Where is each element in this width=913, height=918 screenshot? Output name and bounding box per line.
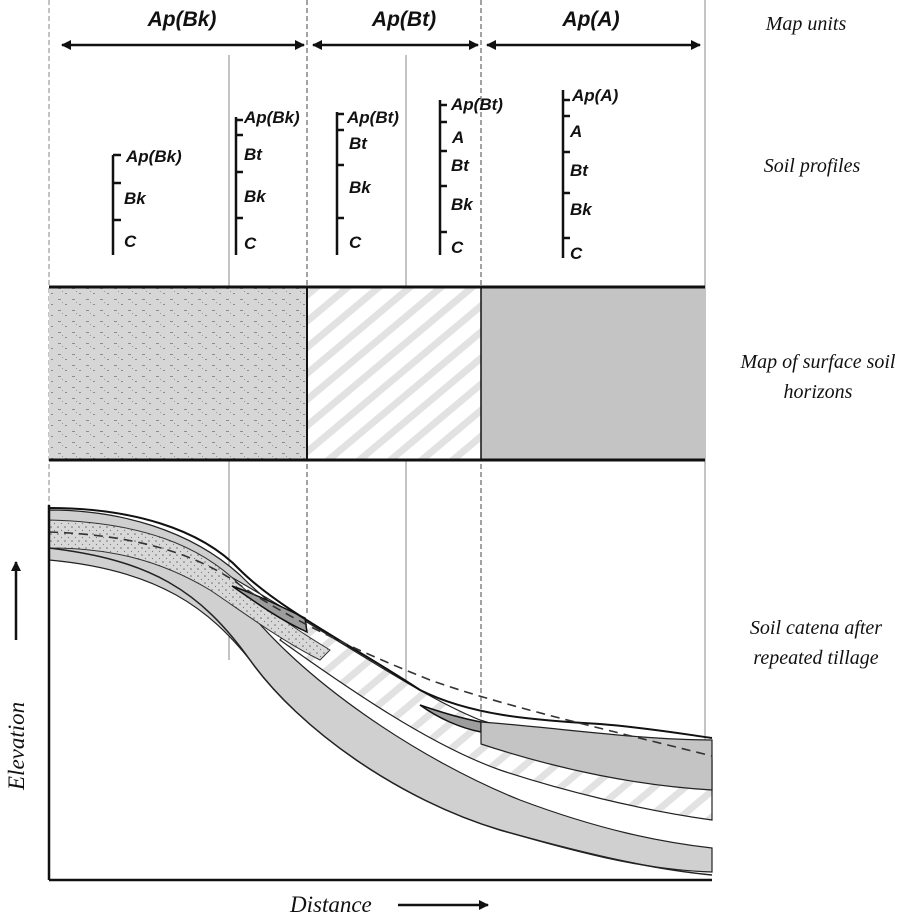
horizon-label: C xyxy=(244,234,257,253)
horizon-label: Ap(Bk) xyxy=(125,147,182,166)
side-label-catena-line1: Soil catena after xyxy=(750,617,882,639)
horizon-label: Bk xyxy=(349,178,372,197)
catena-dashed-line xyxy=(48,531,713,757)
soil-profiles: Ap(Bk) Bk C Ap(Bk) Bt Bk C Ap(Bt) Bt Bk … xyxy=(111,86,619,263)
catena-axes: Distance Elevation xyxy=(4,505,712,917)
side-label-soil-profiles: Soil profiles xyxy=(764,155,861,177)
map-region-ap-bk xyxy=(49,287,307,460)
side-label-map-units: Map units xyxy=(765,13,847,35)
map-unit-ap-a: Ap(A) xyxy=(561,8,619,31)
catena-upper-right-band xyxy=(480,721,713,791)
map-region-ap-bt xyxy=(307,287,481,460)
horizon-label: Ap(A) xyxy=(571,86,619,105)
horizon-label: Bk xyxy=(570,200,593,219)
horizon-label: Ap(Bt) xyxy=(450,95,503,114)
side-labels: Map units Soil profiles Map of surface s… xyxy=(740,13,896,669)
horizon-label: A xyxy=(569,122,582,141)
horizon-label: Bt xyxy=(570,161,589,180)
y-axis-label: Elevation xyxy=(4,702,29,791)
horizon-label: C xyxy=(349,233,362,252)
map-units-row: Ap(Bk) Ap(Bt) Ap(A) xyxy=(61,8,701,50)
soil-catena-section xyxy=(48,507,713,876)
horizon-label: Bk xyxy=(451,195,474,214)
side-label-map-line1: Map of surface soil xyxy=(740,351,896,373)
catena-wedge-bt xyxy=(231,585,308,634)
horizon-label: C xyxy=(124,232,137,251)
horizon-label: Bt xyxy=(349,134,368,153)
soil-profile-2: Ap(Bk) Bt Bk C xyxy=(234,108,300,255)
catena-surface-line xyxy=(48,507,713,739)
catena-stippled-band xyxy=(48,519,331,661)
horizon-label: C xyxy=(451,238,464,257)
surface-horizon-map xyxy=(49,285,705,462)
horizon-label: Bt xyxy=(451,156,470,175)
map-region-ap-a xyxy=(481,287,705,460)
horizon-label: A xyxy=(451,128,464,147)
soil-profile-3: Ap(Bt) Bt Bk C xyxy=(335,108,399,255)
horizon-label: C xyxy=(570,244,583,263)
side-label-map-line2: horizons xyxy=(784,381,853,403)
soil-profile-1: Ap(Bk) Bk C xyxy=(111,147,182,255)
horizon-label: Ap(Bk) xyxy=(243,108,300,127)
catena-base-line xyxy=(48,547,713,876)
horizon-label: Bt xyxy=(244,145,263,164)
horizon-label: Ap(Bt) xyxy=(346,108,399,127)
map-unit-ap-bk: Ap(Bk) xyxy=(147,8,217,31)
x-axis-label: Distance xyxy=(289,892,372,917)
side-label-catena-line2: repeated tillage xyxy=(753,647,878,669)
map-unit-ap-bt: Ap(Bt) xyxy=(371,8,436,31)
soil-profile-4: Ap(Bt) A Bt Bk C xyxy=(438,95,503,257)
horizon-label: Bk xyxy=(124,189,147,208)
horizon-label: Bk xyxy=(244,187,267,206)
soil-profile-5: Ap(A) A Bt Bk C xyxy=(561,86,619,263)
